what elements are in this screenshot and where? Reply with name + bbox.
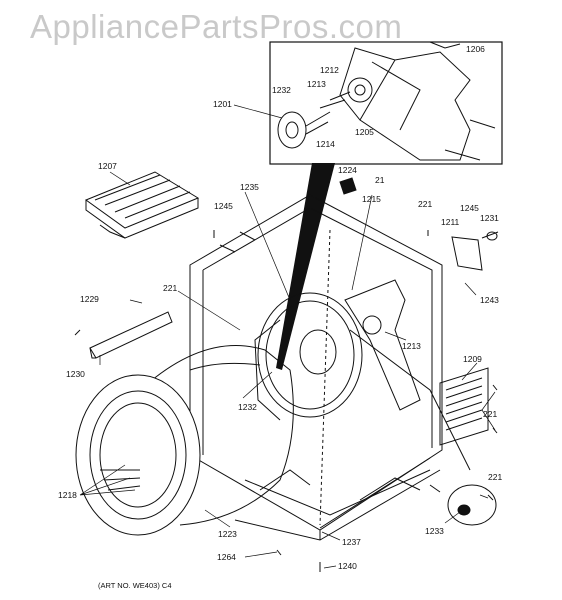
- callout-1209: 1209: [463, 354, 482, 364]
- front-trim-panel: [74, 311, 173, 359]
- callout-1205: 1205: [355, 127, 374, 137]
- detail-pointer-wedge: [276, 163, 335, 370]
- callout-1223: 1223: [218, 529, 237, 539]
- callout-1235: 1235: [240, 182, 259, 192]
- callout-1245-right: 1245: [460, 203, 479, 213]
- vent-grille: [439, 367, 489, 446]
- callout-1224: 1224: [338, 165, 357, 175]
- drum-roller-detail: [429, 484, 497, 526]
- leader-lines: [79, 104, 496, 569]
- callout-1240: 1240: [338, 561, 357, 571]
- art-number: (ART NO. WE403) C4: [98, 581, 172, 590]
- clip-part: [339, 177, 357, 195]
- callout-221-top: 221: [418, 199, 433, 209]
- callout-1201: 1201: [213, 99, 232, 109]
- callout-1230: 1230: [66, 369, 85, 379]
- rear-bulkhead: [254, 279, 471, 471]
- callout-1264: 1264: [217, 552, 236, 562]
- callout-221-right: 221: [483, 409, 498, 419]
- callout-1211: 1211: [441, 217, 460, 227]
- callout-1206: 1206: [466, 44, 485, 54]
- callout-1245-left: 1245: [214, 201, 233, 211]
- callout-1213: 1213: [402, 341, 421, 351]
- callout-1218: 1218: [58, 490, 77, 500]
- callout-1215: 1215: [362, 194, 381, 204]
- callout-1232-inset: 1232: [272, 85, 291, 95]
- callout-221-middle: 221: [163, 283, 178, 293]
- callout-1233: 1233: [425, 526, 444, 536]
- watermark: AppliancePartsPros.com: [30, 8, 403, 45]
- callout-21: 21: [375, 175, 385, 185]
- cabinet-frame: [189, 194, 443, 541]
- callout-1237: 1237: [342, 537, 361, 547]
- callout-1213-inset: 1213: [307, 79, 326, 89]
- callout-1214: 1214: [316, 139, 335, 149]
- drying-rack: [84, 171, 200, 239]
- callout-1232: 1232: [238, 402, 257, 412]
- callout-1243: 1243: [480, 295, 499, 305]
- idler-bracket: [451, 231, 499, 271]
- screws: [213, 230, 498, 572]
- drum: [75, 345, 294, 536]
- inset-detail-box: [269, 41, 503, 165]
- callout-1212: 1212: [320, 65, 339, 75]
- callout-1231: 1231: [480, 213, 499, 223]
- callout-1207: 1207: [98, 161, 117, 171]
- callout-221-bottom: 221: [488, 472, 503, 482]
- callout-1229: 1229: [80, 294, 99, 304]
